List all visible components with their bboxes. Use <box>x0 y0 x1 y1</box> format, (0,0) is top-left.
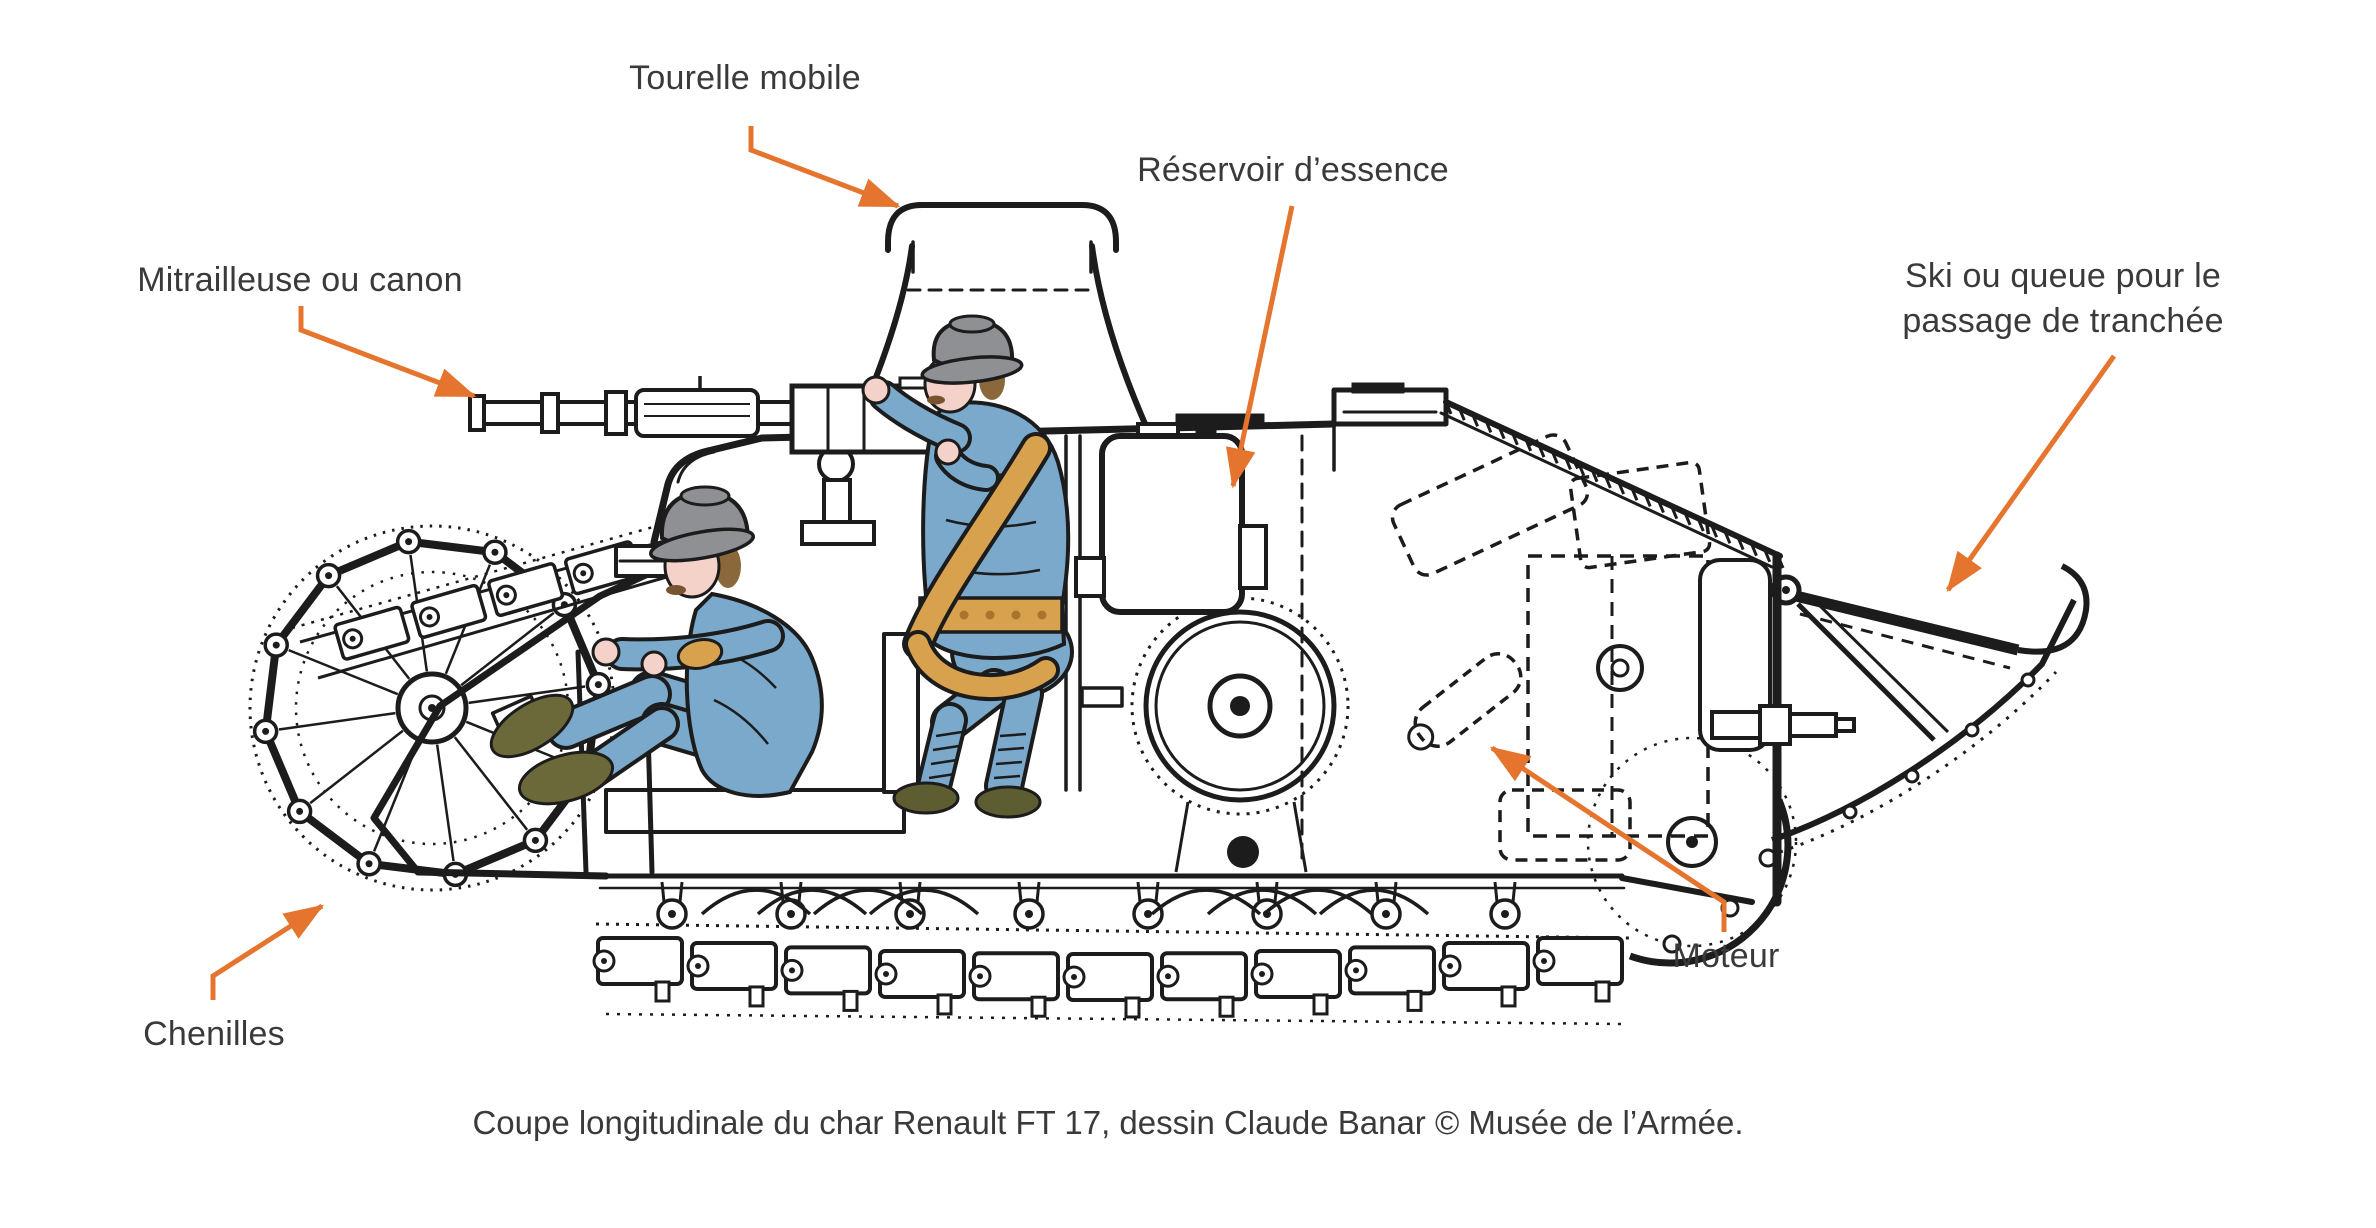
pulley-dot <box>1227 836 1259 868</box>
label-ski-line2: passage de tranchée <box>1902 302 2224 341</box>
label-reservoir: Réservoir d’essence <box>1137 151 1449 189</box>
arrow-chenilles <box>210 903 325 1000</box>
flywheel <box>1130 596 1350 873</box>
track-bottom-links <box>592 922 1631 1026</box>
driver-boots <box>489 693 615 806</box>
engine-assembly <box>1390 433 1772 862</box>
gunner-boots <box>892 781 1042 819</box>
caption: Coupe longitudinale du char Renault FT 1… <box>472 1104 1744 1141</box>
arrow-moteur <box>1489 745 1727 932</box>
gunner-head <box>920 314 1024 414</box>
driver-head <box>648 485 756 599</box>
puttee-stripes <box>928 730 1027 780</box>
track-upper-run <box>291 522 685 680</box>
arrow-reservoir <box>1226 205 1295 489</box>
driver-armband <box>676 638 724 670</box>
arrow-tourelle-mobile <box>748 126 901 209</box>
rear-deck-hatching <box>1444 401 1785 569</box>
gunner-sling <box>906 436 1048 656</box>
rear-axle <box>1227 704 1856 868</box>
label-tourelle-mobile: Tourelle mobile <box>629 59 861 97</box>
fuel-tank-box <box>1074 422 1268 615</box>
label-ski-line1: Ski ou queue pour le <box>1905 257 2221 295</box>
gunner-figure <box>861 314 1074 819</box>
label-mitrailleuse: Mitrailleuse ou canon <box>137 261 463 299</box>
label-ski: Ski ou queue pour le passage de tranchée <box>1888 254 2238 344</box>
leader-arrows <box>210 126 2117 1000</box>
leaf-springs <box>700 888 1430 916</box>
arrow-mitrailleuse <box>298 306 477 399</box>
driver-figure <box>489 485 824 806</box>
label-moteur: Moteur <box>1672 937 1780 975</box>
arrow-ski <box>1945 354 2117 593</box>
label-chenilles: Chenilles <box>143 1015 285 1053</box>
rear-sprocket <box>1586 736 1798 967</box>
tail-skid <box>1770 563 2090 854</box>
